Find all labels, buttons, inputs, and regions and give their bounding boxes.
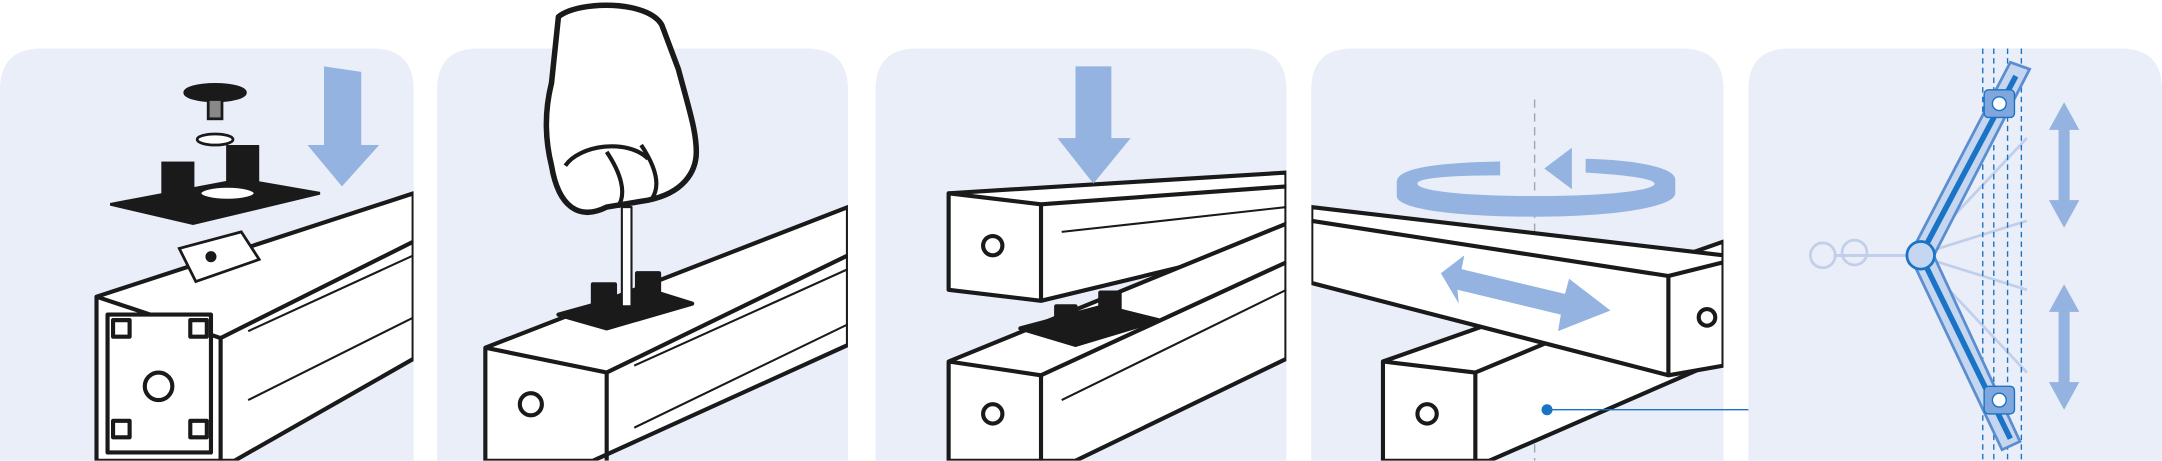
step-5-panel bbox=[1748, 48, 2162, 461]
upper-profile bbox=[946, 170, 1287, 303]
down-arrow-icon bbox=[1057, 66, 1131, 184]
rotate-arrow-icon bbox=[1396, 147, 1676, 217]
aluminum-profile bbox=[483, 204, 848, 461]
slot-nut-plate bbox=[1018, 290, 1161, 348]
slot-nut-plate bbox=[109, 82, 321, 284]
up-down-arrow-icon bbox=[2048, 284, 2080, 410]
slide-arrow-icon bbox=[1440, 255, 1611, 332]
step-1-panel bbox=[0, 48, 414, 461]
up-down-arrow-icon bbox=[2048, 102, 2080, 228]
down-arrow-icon bbox=[307, 66, 380, 187]
step-4-panel bbox=[1311, 48, 1986, 461]
slot-nut-plate bbox=[556, 271, 695, 331]
hex-key-icon bbox=[620, 206, 633, 308]
step-2-panel bbox=[437, 2, 848, 461]
panel-background bbox=[1748, 48, 2162, 461]
aluminum-profile bbox=[94, 191, 414, 461]
hinge-arm bbox=[1905, 60, 2032, 452]
hand-icon bbox=[543, 2, 700, 215]
lower-profile bbox=[946, 221, 1287, 461]
hand-fingers-icon bbox=[563, 143, 659, 209]
step-3-panel bbox=[875, 48, 1287, 461]
